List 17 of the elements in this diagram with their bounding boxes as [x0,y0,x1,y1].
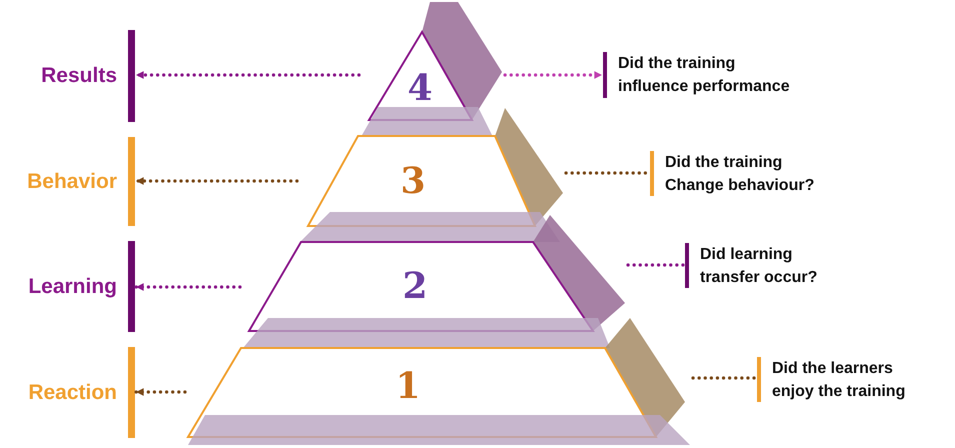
level-title: Reaction [0,347,135,438]
question-text: Did the training Change behaviour? [650,151,860,196]
dotted-arrow [134,388,187,396]
level-title: Results [0,30,135,122]
level-title: Learning [0,241,135,332]
level-number: 3 [400,163,426,199]
dotted-arrow [503,71,604,79]
level-number: 1 [395,368,421,404]
question-text: Did learning transfer occur? [685,243,855,288]
dotted-arrow [134,177,299,185]
level-number: 2 [402,268,428,304]
dotted-arrow [134,71,361,79]
question-text: Did the training influence performance [603,52,828,98]
level-number: 4 [407,70,433,106]
dotted-arrow [134,283,242,291]
level-title: Behavior [0,137,135,226]
question-text: Did the learners enjoy the training [757,357,947,402]
